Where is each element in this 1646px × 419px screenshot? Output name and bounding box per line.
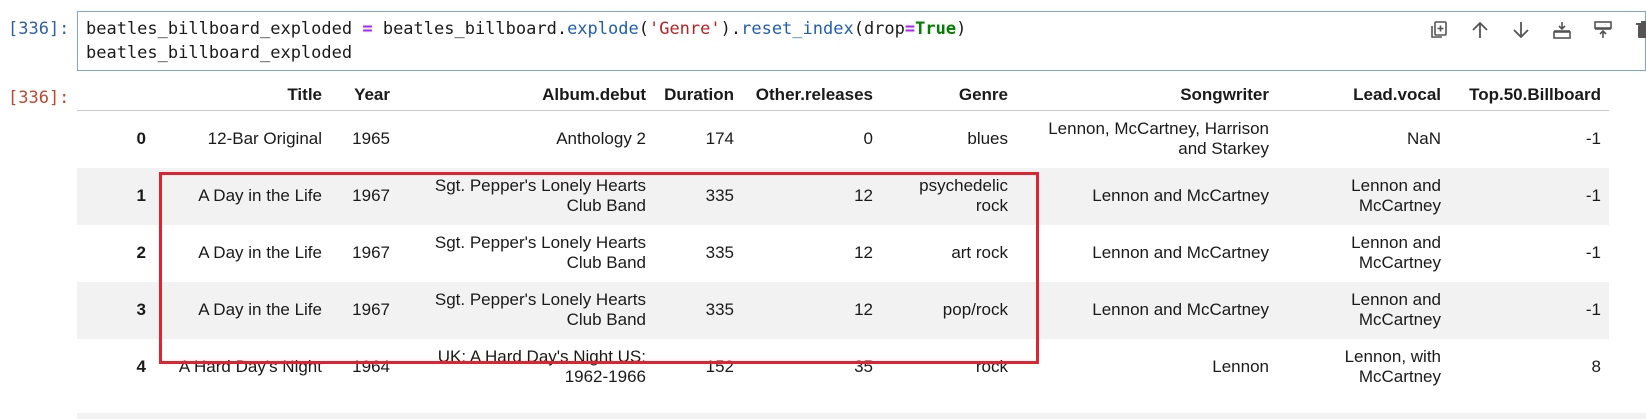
cell-album-debut: Sgt. Pepper's Lonely Hearts Club Band	[434, 176, 646, 215]
row-index: 3	[136, 300, 146, 319]
cell-top-50-billboard: 8	[1591, 357, 1601, 376]
arrow-up-icon	[1471, 21, 1488, 38]
cell-other-releases: 35	[854, 357, 873, 376]
table-row: 1 A Day in the Life 1967 Sgt. Pepper's L…	[77, 167, 1609, 225]
table-row: 4 A Hard Day's Night 1964 UK: A Hard Day…	[77, 339, 1609, 396]
code-token: )	[956, 19, 967, 39]
code-token: (drop	[853, 19, 905, 39]
cell-genre: psychedelic rock	[919, 176, 1008, 215]
cell-year: 1967	[352, 186, 390, 205]
row-index: 0	[136, 129, 146, 149]
column-header-title: Title	[154, 80, 330, 111]
code-token: True	[915, 19, 957, 39]
cell-top-50-billboard: -1	[1585, 243, 1601, 262]
move-up-button[interactable]	[1459, 16, 1500, 44]
duplicate-icon	[1430, 21, 1447, 38]
cell-top-50-billboard: -1	[1585, 300, 1601, 319]
cell-other-releases: 12	[854, 300, 873, 319]
cell-title: A Day in the Life	[198, 186, 322, 205]
insert-below-button[interactable]	[1541, 16, 1582, 44]
cell-other-releases: 12	[854, 243, 873, 262]
cell-duration: 335	[705, 186, 734, 205]
delete-icon	[1635, 21, 1646, 38]
code-token: =	[904, 19, 916, 39]
cell-songwriter: Lennon and McCartney	[1092, 300, 1269, 319]
cell-lead-vocal: Lennon and McCartney	[1351, 290, 1441, 329]
move-down-button[interactable]	[1500, 16, 1541, 44]
table-header-row: Title Year Album.debut Duration Other.re…	[77, 80, 1609, 111]
cell-other-releases: 12	[854, 186, 873, 205]
cell-songwriter: Lennon	[1212, 357, 1269, 376]
cell-duration: 335	[705, 300, 734, 319]
cell-lead-vocal: Lennon and McCartney	[1351, 176, 1441, 215]
column-header-year: Year	[330, 80, 398, 111]
cell-album-debut: Anthology 2	[556, 129, 646, 149]
arrow-down-icon	[1512, 22, 1529, 39]
code-cell-editor[interactable]: beatles_billboard_exploded = beatles_bil…	[77, 11, 1646, 71]
cell-year: 1967	[352, 243, 390, 262]
column-header-duration: Duration	[654, 80, 742, 111]
table-row: 3 A Day in the Life 1967 Sgt. Pepper's L…	[77, 281, 1609, 339]
cell-duration: 335	[705, 243, 734, 262]
cell-album-debut: Sgt. Pepper's Lonely Hearts Club Band	[434, 290, 646, 329]
column-header-genre: Genre	[881, 80, 1016, 111]
code-token: 'Genre'	[648, 19, 721, 39]
code-line-1: beatles_billboard_exploded = beatles_bil…	[86, 19, 966, 39]
cell-other-releases: 0	[863, 129, 873, 149]
column-header-lead-vocal: Lead.vocal	[1277, 80, 1449, 111]
cell-genre: pop/rock	[942, 300, 1008, 319]
cell-album-debut: Sgt. Pepper's Lonely Hearts Club Band	[434, 233, 646, 272]
code-token: beatles_billboard_exploded	[86, 19, 363, 39]
row-index: 2	[136, 243, 146, 262]
insert-below-icon	[1552, 22, 1571, 39]
cell-songwriter: Lennon, McCartney, Harrison and Starkey	[1048, 119, 1269, 159]
cell-album-debut: UK: A Hard Day's Night US: 1962-1966	[437, 347, 646, 386]
column-header-top-50-billboard: Top.50.Billboard	[1449, 80, 1609, 111]
insert-above-button[interactable]	[1582, 16, 1623, 44]
row-index: 1	[136, 186, 146, 205]
column-header-album-debut: Album.debut	[398, 80, 654, 111]
cell-year: 1967	[352, 300, 390, 319]
cell-toolbar	[1418, 16, 1646, 44]
cell-year: 1965	[352, 129, 390, 149]
cell-year: 1964	[352, 357, 390, 376]
cell-genre: blues	[967, 129, 1008, 149]
cell-songwriter: Lennon and McCartney	[1092, 243, 1269, 262]
code-token: reset_index	[741, 19, 854, 39]
cell-title: A Day in the Life	[198, 243, 322, 262]
cell-title: A Hard Day's Night	[178, 357, 322, 376]
code-token: explode	[567, 19, 639, 39]
cell-duration: 174	[705, 129, 734, 149]
code-token: (	[638, 19, 649, 39]
row-index: 4	[136, 357, 146, 376]
input-prompt: [336]:	[8, 19, 70, 39]
cell-top-50-billboard: -1	[1585, 129, 1601, 149]
table-row: 0 12-Bar Original 1965 Anthology 2 174 0…	[77, 111, 1609, 168]
table-row: 2 A Day in the Life 1967 Sgt. Pepper's L…	[77, 225, 1609, 282]
code-token: beatles_billboard.	[372, 19, 568, 39]
cell-genre: rock	[975, 357, 1008, 376]
dataframe-table: Title Year Album.debut Duration Other.re…	[77, 80, 1609, 396]
cell-songwriter: Lennon and McCartney	[1092, 186, 1269, 205]
cell-duration: 152	[705, 357, 734, 376]
cell-lead-vocal: NaN	[1406, 129, 1441, 149]
cell-lead-vocal: Lennon and McCartney	[1351, 233, 1441, 272]
code-line-2: beatles_billboard_exploded	[86, 43, 353, 63]
column-header-songwriter: Songwriter	[1016, 80, 1277, 111]
code-token: ).	[720, 19, 742, 39]
cell-title: 12-Bar Original	[207, 129, 322, 149]
delete-cell-button[interactable]	[1623, 16, 1646, 44]
cell-title: A Day in the Life	[198, 300, 322, 319]
cell-genre: art rock	[951, 243, 1008, 262]
cell-top-50-billboard: -1	[1585, 186, 1601, 205]
output-prompt: [336]:	[8, 88, 70, 108]
duplicate-cell-button[interactable]	[1418, 16, 1459, 44]
insert-above-icon	[1593, 21, 1612, 38]
cell-lead-vocal: Lennon, with McCartney	[1344, 347, 1441, 386]
column-header-index	[77, 80, 154, 111]
code-token: =	[362, 19, 373, 39]
column-header-other-releases: Other.releases	[742, 80, 881, 111]
table-next-row-edge	[77, 413, 1646, 419]
